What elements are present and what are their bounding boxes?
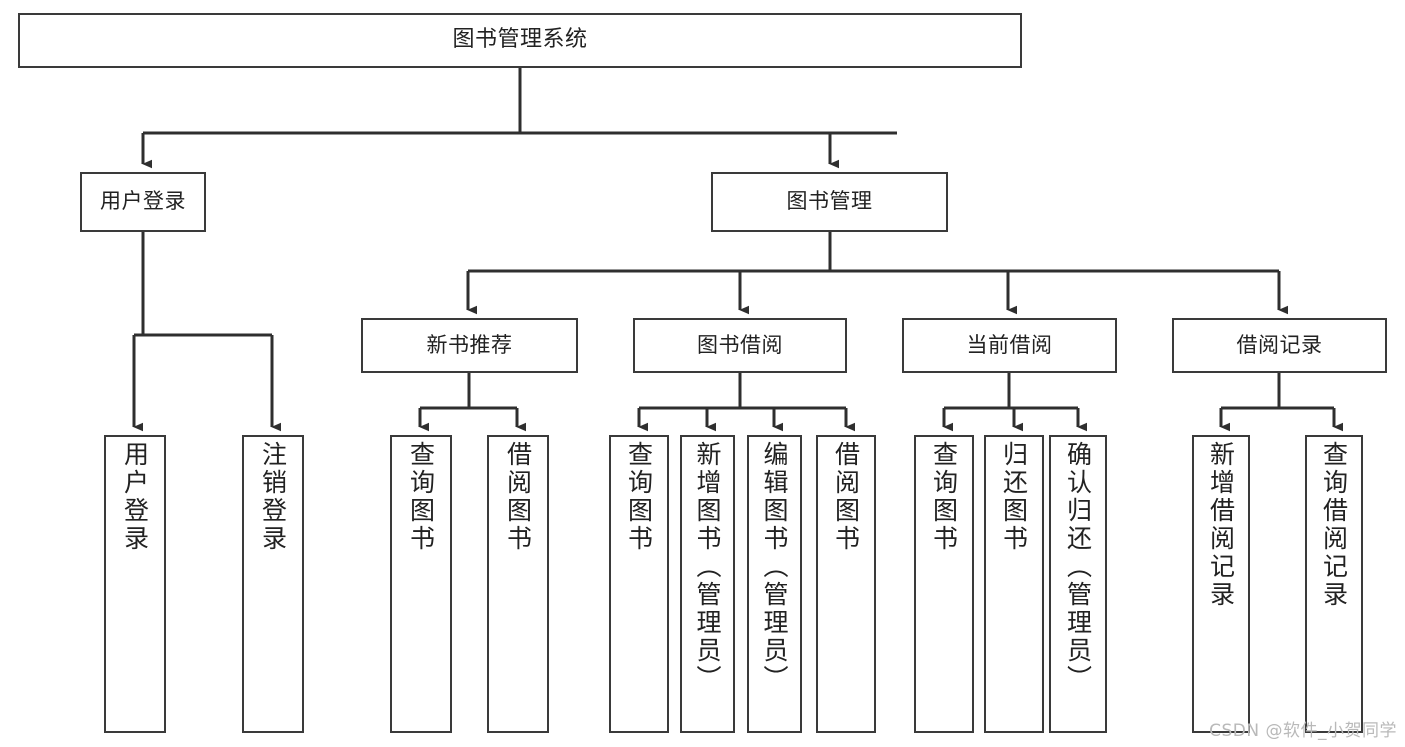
node-current-borrow[interactable]: 当前借阅 — [902, 318, 1117, 373]
node-label-leaf-user-logout: 注销登录 — [258, 441, 288, 553]
node-label-leaf-add-borrow-record: 新增借阅记录 — [1206, 441, 1236, 609]
node-leaf-add-book-admin[interactable]: 新增图书（管理员） — [680, 435, 735, 733]
node-root[interactable]: 图书管理系统 — [18, 13, 1022, 68]
node-leaf-query-book-recommend[interactable]: 查询图书 — [390, 435, 452, 733]
node-label-book-borrow: 图书借阅 — [697, 332, 783, 357]
node-label-book-management: 图书管理 — [786, 189, 873, 214]
node-leaf-borrow-book-recommend[interactable]: 借阅图书 — [487, 435, 549, 733]
node-book-management[interactable]: 图书管理 — [711, 172, 948, 232]
node-label-current-borrow: 当前借阅 — [966, 332, 1053, 357]
node-leaf-query-book-borrow[interactable]: 查询图书 — [609, 435, 669, 733]
node-label-leaf-borrow-book-recommend: 借阅图书 — [503, 441, 533, 553]
node-label-borrow-record: 借阅记录 — [1236, 332, 1323, 357]
node-label-leaf-add-book-admin: 新增图书（管理员） — [693, 441, 722, 693]
node-user-login[interactable]: 用户登录 — [80, 172, 206, 232]
node-label-leaf-query-borrow-record: 查询借阅记录 — [1319, 441, 1349, 609]
node-book-borrow[interactable]: 图书借阅 — [633, 318, 847, 373]
node-leaf-confirm-return-admin[interactable]: 确认归还（管理员） — [1049, 435, 1107, 733]
node-label-leaf-query-book-current: 查询图书 — [929, 441, 959, 553]
node-leaf-query-borrow-record[interactable]: 查询借阅记录 — [1305, 435, 1363, 733]
node-leaf-query-book-current[interactable]: 查询图书 — [914, 435, 974, 733]
node-label-root: 图书管理系统 — [452, 27, 588, 53]
node-label-leaf-user-login: 用户登录 — [120, 441, 150, 553]
node-label-leaf-query-book-borrow: 查询图书 — [624, 441, 654, 553]
node-label-new-book-recommend: 新书推荐 — [426, 332, 513, 357]
node-leaf-edit-book-admin[interactable]: 编辑图书（管理员） — [747, 435, 802, 733]
csdn-watermark: CSDN @软件_小贺同学 — [1209, 721, 1397, 741]
node-leaf-add-borrow-record[interactable]: 新增借阅记录 — [1192, 435, 1250, 733]
node-leaf-user-logout[interactable]: 注销登录 — [242, 435, 304, 733]
node-label-leaf-return-book: 归还图书 — [999, 441, 1029, 553]
node-borrow-record[interactable]: 借阅记录 — [1172, 318, 1387, 373]
node-label-leaf-borrow-book: 借阅图书 — [831, 441, 861, 553]
node-new-book-recommend[interactable]: 新书推荐 — [361, 318, 578, 373]
node-leaf-return-book[interactable]: 归还图书 — [984, 435, 1044, 733]
node-leaf-user-login[interactable]: 用户登录 — [104, 435, 166, 733]
node-leaf-borrow-book[interactable]: 借阅图书 — [816, 435, 876, 733]
node-label-leaf-confirm-return-admin: 确认归还（管理员） — [1063, 441, 1093, 693]
node-label-leaf-query-book-recommend: 查询图书 — [406, 441, 436, 553]
node-label-user-login: 用户登录 — [100, 189, 186, 214]
node-label-leaf-edit-book-admin: 编辑图书（管理员） — [760, 441, 789, 693]
